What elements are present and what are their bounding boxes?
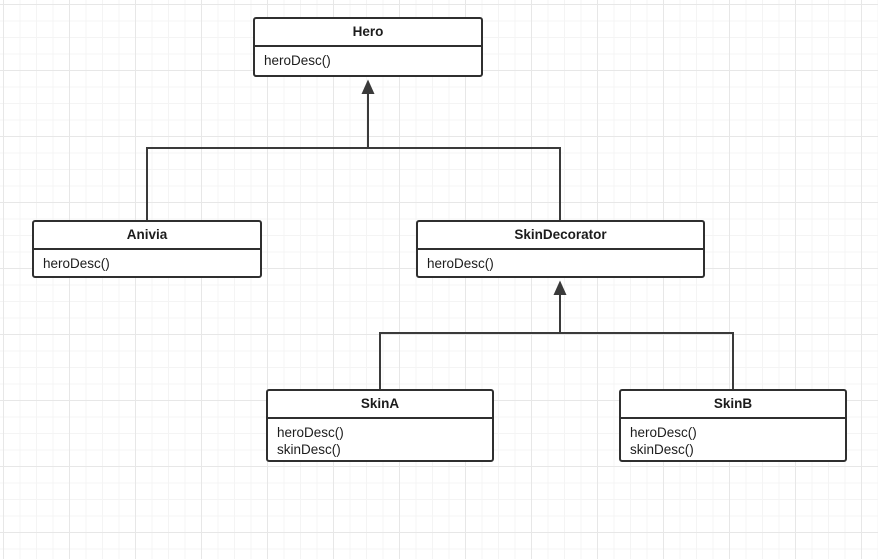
arrowhead-up-icon xyxy=(553,280,567,295)
class-node-hero[interactable]: Hero heroDesc() xyxy=(253,17,483,77)
inheritance-branch-line[interactable] xyxy=(146,147,561,222)
method-item: heroDesc() xyxy=(427,256,494,271)
method-item: heroDesc() xyxy=(264,53,331,68)
generalization-edge-skina-skinb-to-skindecorator[interactable] xyxy=(379,280,734,392)
method-item: skinDesc() xyxy=(630,442,694,457)
class-title: Hero xyxy=(255,19,481,47)
class-methods: heroDesc() skinDesc() xyxy=(621,419,845,464)
method-item: heroDesc() xyxy=(43,256,110,271)
class-title: Anivia xyxy=(34,222,260,250)
class-methods: heroDesc() xyxy=(34,250,260,278)
class-methods: heroDesc() xyxy=(255,47,481,75)
arrowhead-up-icon xyxy=(361,79,375,94)
class-title: SkinA xyxy=(268,391,492,419)
class-methods: heroDesc() skinDesc() xyxy=(268,419,492,464)
method-item: heroDesc() xyxy=(277,425,344,440)
class-title: SkinB xyxy=(621,391,845,419)
class-methods: heroDesc() xyxy=(418,250,703,278)
class-node-skin-b[interactable]: SkinB heroDesc() skinDesc() xyxy=(619,389,847,462)
class-node-anivia[interactable]: Anivia heroDesc() xyxy=(32,220,262,278)
class-node-skin-a[interactable]: SkinA heroDesc() skinDesc() xyxy=(266,389,494,462)
inheritance-branch-line[interactable] xyxy=(379,332,734,391)
method-item: skinDesc() xyxy=(277,442,341,457)
class-title: SkinDecorator xyxy=(418,222,703,250)
method-item: heroDesc() xyxy=(630,425,697,440)
generalization-edge-anivia-skindecorator-to-hero[interactable] xyxy=(146,79,561,223)
class-node-skin-decorator[interactable]: SkinDecorator heroDesc() xyxy=(416,220,705,278)
